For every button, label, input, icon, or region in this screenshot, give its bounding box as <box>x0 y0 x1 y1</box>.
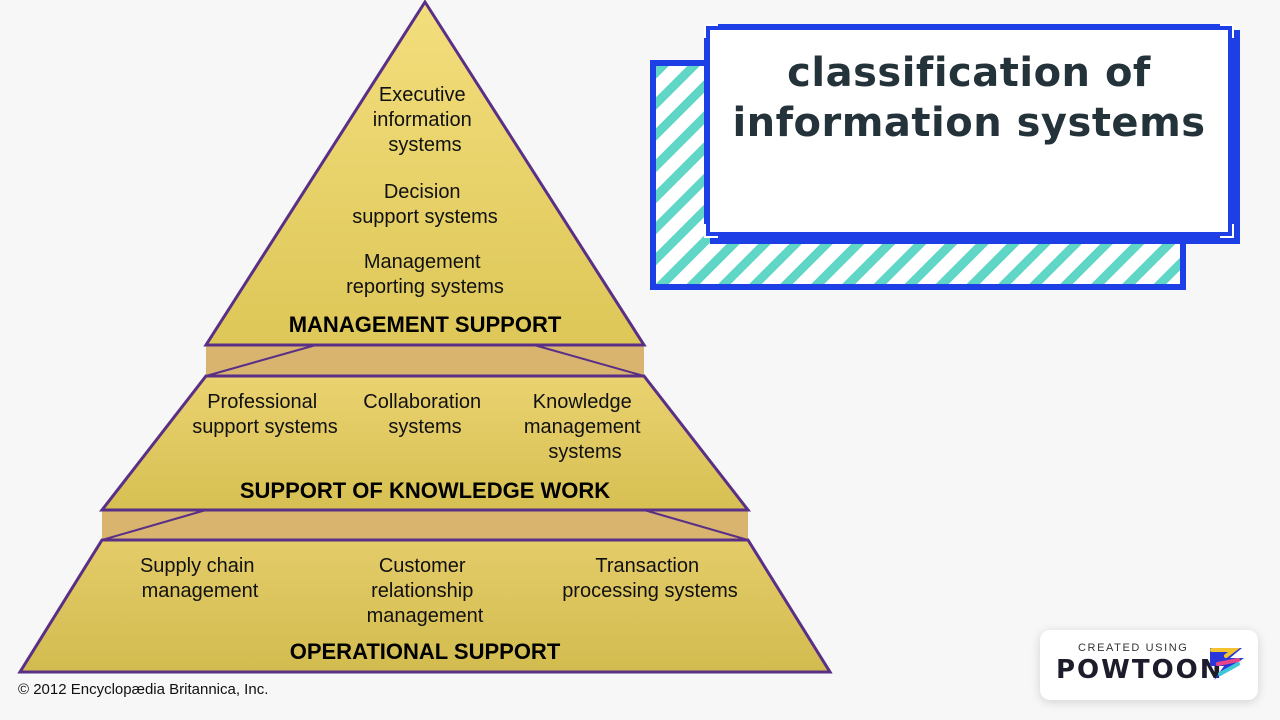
middle-item-1: Professional support systems <box>192 391 338 438</box>
bottom-item-3: Transaction processing systems <box>562 555 738 602</box>
corner-handle-icon <box>1220 224 1234 238</box>
badge-brand: POWTOON <box>1056 655 1224 685</box>
tier-middle <box>98 374 752 512</box>
top-item-1: Executive information systems <box>373 84 478 156</box>
tier-top <box>203 0 647 347</box>
ledge-top <box>206 345 644 376</box>
middle-item-2: Collaboration systems <box>363 391 486 438</box>
ledge-top-left-slant <box>205 344 317 377</box>
corner-handle-icon <box>704 224 718 238</box>
pyramid-diagram: Executive information systems Decision s… <box>17 0 833 674</box>
title-card: classification of information systems <box>650 18 1240 290</box>
powtoon-logo-icon <box>1210 648 1244 680</box>
slide-title-line-1: classification of <box>787 50 1151 96</box>
corner-handle-icon <box>704 24 718 38</box>
middle-item-3: Knowledge management systems <box>524 391 646 463</box>
top-item-2: Decision support systems <box>352 181 498 228</box>
badge-caption: CREATED USING <box>1078 642 1189 654</box>
powtoon-badge[interactable]: CREATED USING POWTOON <box>1040 630 1258 700</box>
tier-bottom <box>17 538 833 674</box>
copyright-notice: © 2012 Encyclopædia Britannica, Inc. <box>18 681 269 698</box>
tier-bottom-title: OPERATIONAL SUPPORT <box>290 639 561 664</box>
slide-title: classification of information systems <box>710 48 1228 148</box>
bottom-item-1: Supply chain management <box>140 555 260 602</box>
tier-top-title: MANAGEMENT SUPPORT <box>289 312 562 337</box>
ledge-bottom-right-slant <box>643 509 749 541</box>
title-card-panel: classification of information systems <box>704 24 1234 238</box>
tier-middle-title: SUPPORT OF KNOWLEDGE WORK <box>240 478 610 503</box>
ledge-bottom-left-slant <box>101 509 207 541</box>
top-item-3: Management reporting systems <box>346 251 504 298</box>
ledge-bottom <box>102 510 748 540</box>
ledge-top-right-edge <box>533 344 645 377</box>
corner-handle-icon <box>1220 24 1234 38</box>
bottom-item-2: Customer relationship management <box>367 555 484 627</box>
slide-title-line-2: information systems <box>732 100 1206 146</box>
